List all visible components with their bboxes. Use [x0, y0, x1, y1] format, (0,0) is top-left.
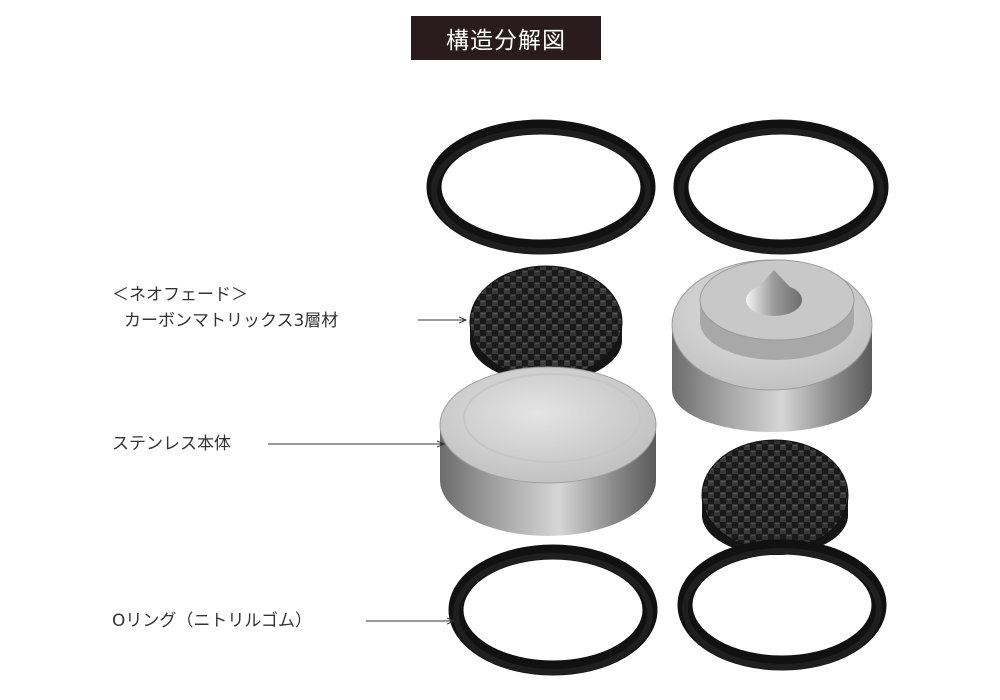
oring-bottom-left — [448, 544, 658, 676]
label-oring: Oリング（ニトリルゴム） — [112, 611, 313, 631]
stainless-spike-body — [671, 259, 873, 432]
oring-bottom-right — [677, 539, 887, 671]
label-neofade-heading: ＜ネオフェード＞ — [112, 285, 248, 305]
oring-top-left — [426, 119, 656, 255]
diagram-title: 構造分解図 — [411, 16, 601, 60]
label-carbon-matrix: カーボンマトリックス3層材 — [124, 311, 339, 331]
label-stainless-body: ステンレス本体 — [112, 434, 231, 454]
oring-top-right — [673, 119, 889, 255]
carbon-disc-left — [469, 265, 623, 382]
stainless-body-left — [439, 366, 657, 536]
carbon-disc-right — [701, 439, 849, 555]
